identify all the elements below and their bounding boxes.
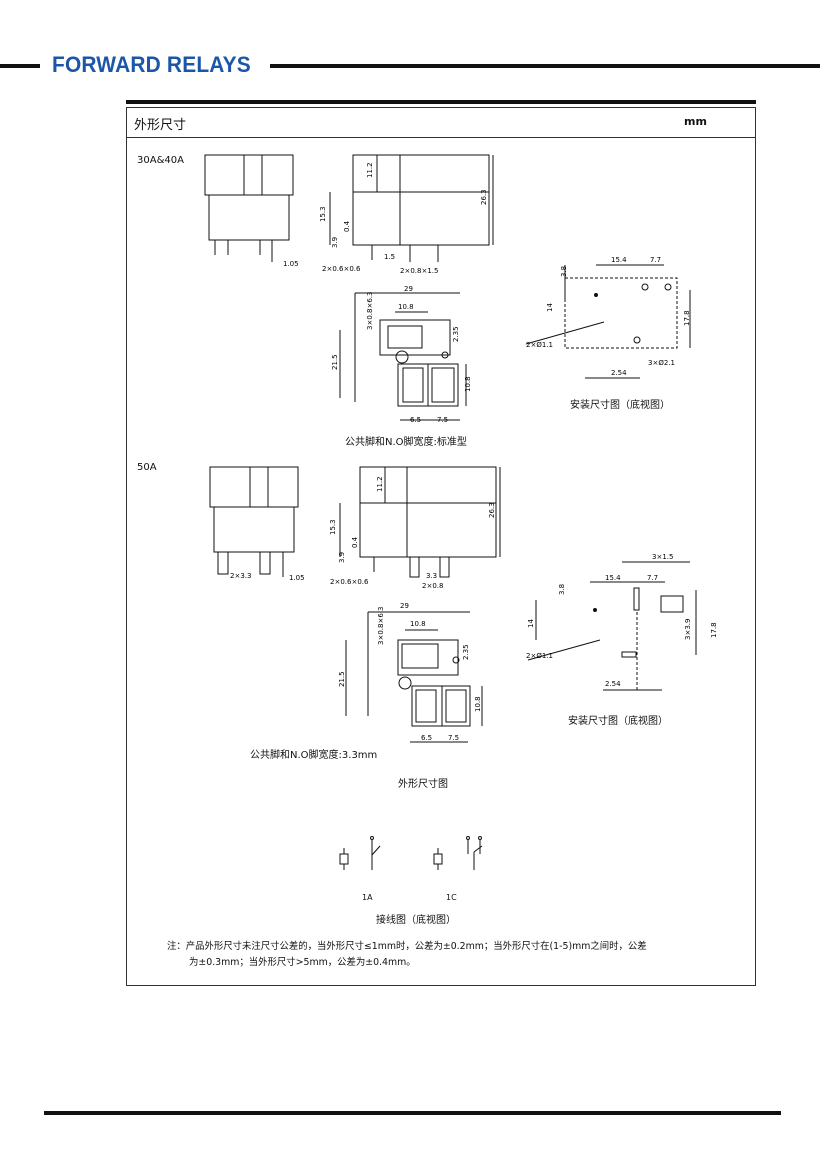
section-title: 外形尺寸 [134, 118, 187, 133]
dim-ma-7-7: 7.7 [650, 256, 661, 264]
dim-mb-17-8: 17.8 [710, 622, 718, 638]
variant-b-label: 50A [137, 462, 157, 473]
dim-b-29: 29 [400, 602, 409, 610]
dim-a-2-35: 2.35 [452, 326, 460, 342]
brand-logo: FORWARD RELAYS [52, 52, 251, 77]
dim-a-2x06: 2×0.6×0.6 [322, 265, 361, 273]
variant-a-label: 30A&40A [137, 155, 184, 166]
dim-b-3-9: 3.9 [338, 552, 346, 563]
dim-b-2-35: 2.35 [462, 644, 470, 660]
header-rule-left [0, 64, 40, 68]
dim-ma-3-8: 3.8 [560, 266, 568, 277]
dim-mb-15-4: 15.4 [605, 574, 621, 582]
dim-a-29: 29 [404, 285, 413, 293]
dim-a-2x08: 2×0.8×1.5 [400, 267, 438, 275]
dim-b-10-8v: 10.8 [474, 696, 482, 712]
dim-a-6-5: 6.5 [410, 416, 421, 424]
dim-ma-14: 14 [546, 303, 554, 312]
dim-ma-15-4: 15.4 [611, 256, 627, 264]
dim-a-10-8: 10.8 [398, 303, 414, 311]
dim-b-2x08: 2×0.8 [422, 582, 443, 590]
dim-ma-3xphi: 3×Ø2.1 [648, 359, 675, 367]
dim-ma-2xphi: 2×Ø1.1 [526, 341, 553, 349]
dim-a-7-5: 7.5 [437, 416, 448, 424]
dim-a-11-2: 11.2 [366, 162, 374, 178]
dimension-panel [126, 107, 756, 986]
dim-mb-2xphi: 2×Ø1.1 [526, 652, 553, 660]
dim-a-1-05: 1.05 [283, 260, 299, 268]
dim-b-0-4: 0.4 [351, 536, 359, 548]
dim-b-15-3: 15.3 [329, 519, 337, 535]
dim-mb-3-8: 3.8 [558, 584, 566, 595]
header-rule-right [270, 64, 820, 68]
tolerance-note-line2: 为±0.3mm；当外形尺寸>5mm，公差为±0.4mm。 [189, 957, 416, 968]
dim-b-10-8: 10.8 [410, 620, 426, 628]
dim-a-1-5: 1.5 [384, 253, 395, 261]
outline-caption: 外形尺寸图 [398, 779, 448, 790]
dim-b-3-3: 3.3 [426, 572, 437, 580]
wiring-caption: 接线图（底视图） [376, 915, 456, 926]
dim-mb-3x3-9: 3×3.9 [684, 619, 692, 640]
dim-b-26-3: 26.3 [488, 502, 496, 518]
dim-b-3x08: 3×0.8×6.3 [377, 607, 385, 645]
variant-a-pin-caption: 公共脚和N.O脚宽度:标准型 [345, 437, 467, 448]
dim-b-6-5: 6.5 [421, 734, 432, 742]
dim-a-15-3: 15.3 [319, 206, 327, 222]
dim-mb-7-7: 7.7 [647, 574, 658, 582]
dim-a-3-9: 3.9 [331, 237, 339, 248]
dim-mb-14: 14 [527, 619, 535, 628]
wiring-label-1c: 1C [446, 893, 457, 902]
dim-ma-17-8: 17.8 [683, 310, 691, 326]
box-top-bar [126, 100, 756, 104]
unit-label: mm [684, 115, 707, 128]
dim-a-10-8v: 10.8 [464, 376, 472, 392]
dim-a-3x08: 3×0.8×6.3 [366, 292, 374, 330]
dim-a-0-4: 0.4 [343, 220, 351, 232]
variant-b-mount-caption: 安装尺寸图（底视图） [568, 716, 668, 727]
dim-b-7-5: 7.5 [448, 734, 459, 742]
variant-b-pin-caption: 公共脚和N.O脚宽度:3.3mm [250, 750, 378, 761]
dim-mb-2-54: 2.54 [605, 680, 621, 688]
wiring-label-1a: 1A [362, 893, 373, 902]
title-divider [126, 137, 756, 138]
variant-a-mount-caption: 安装尺寸图（底视图） [570, 400, 670, 411]
dim-b-21-5: 21.5 [338, 671, 346, 687]
tolerance-note-line1: 注：产品外形尺寸未注尺寸公差的，当外形尺寸≤1mm时，公差为±0.2mm；当外形… [167, 941, 647, 952]
dim-b-11-2: 11.2 [376, 476, 384, 492]
dim-b-1-05: 1.05 [289, 574, 305, 582]
dim-b-2x3-3: 2×3.3 [230, 572, 251, 580]
dim-a-21-5: 21.5 [331, 354, 339, 370]
dim-mb-3x1-5: 3×1.5 [652, 553, 673, 561]
dim-b-2x06: 2×0.6×0.6 [330, 578, 369, 586]
footer-rule [44, 1111, 781, 1115]
dim-ma-2-54: 2.54 [611, 369, 627, 377]
dim-a-26-3: 26.3 [480, 189, 488, 205]
